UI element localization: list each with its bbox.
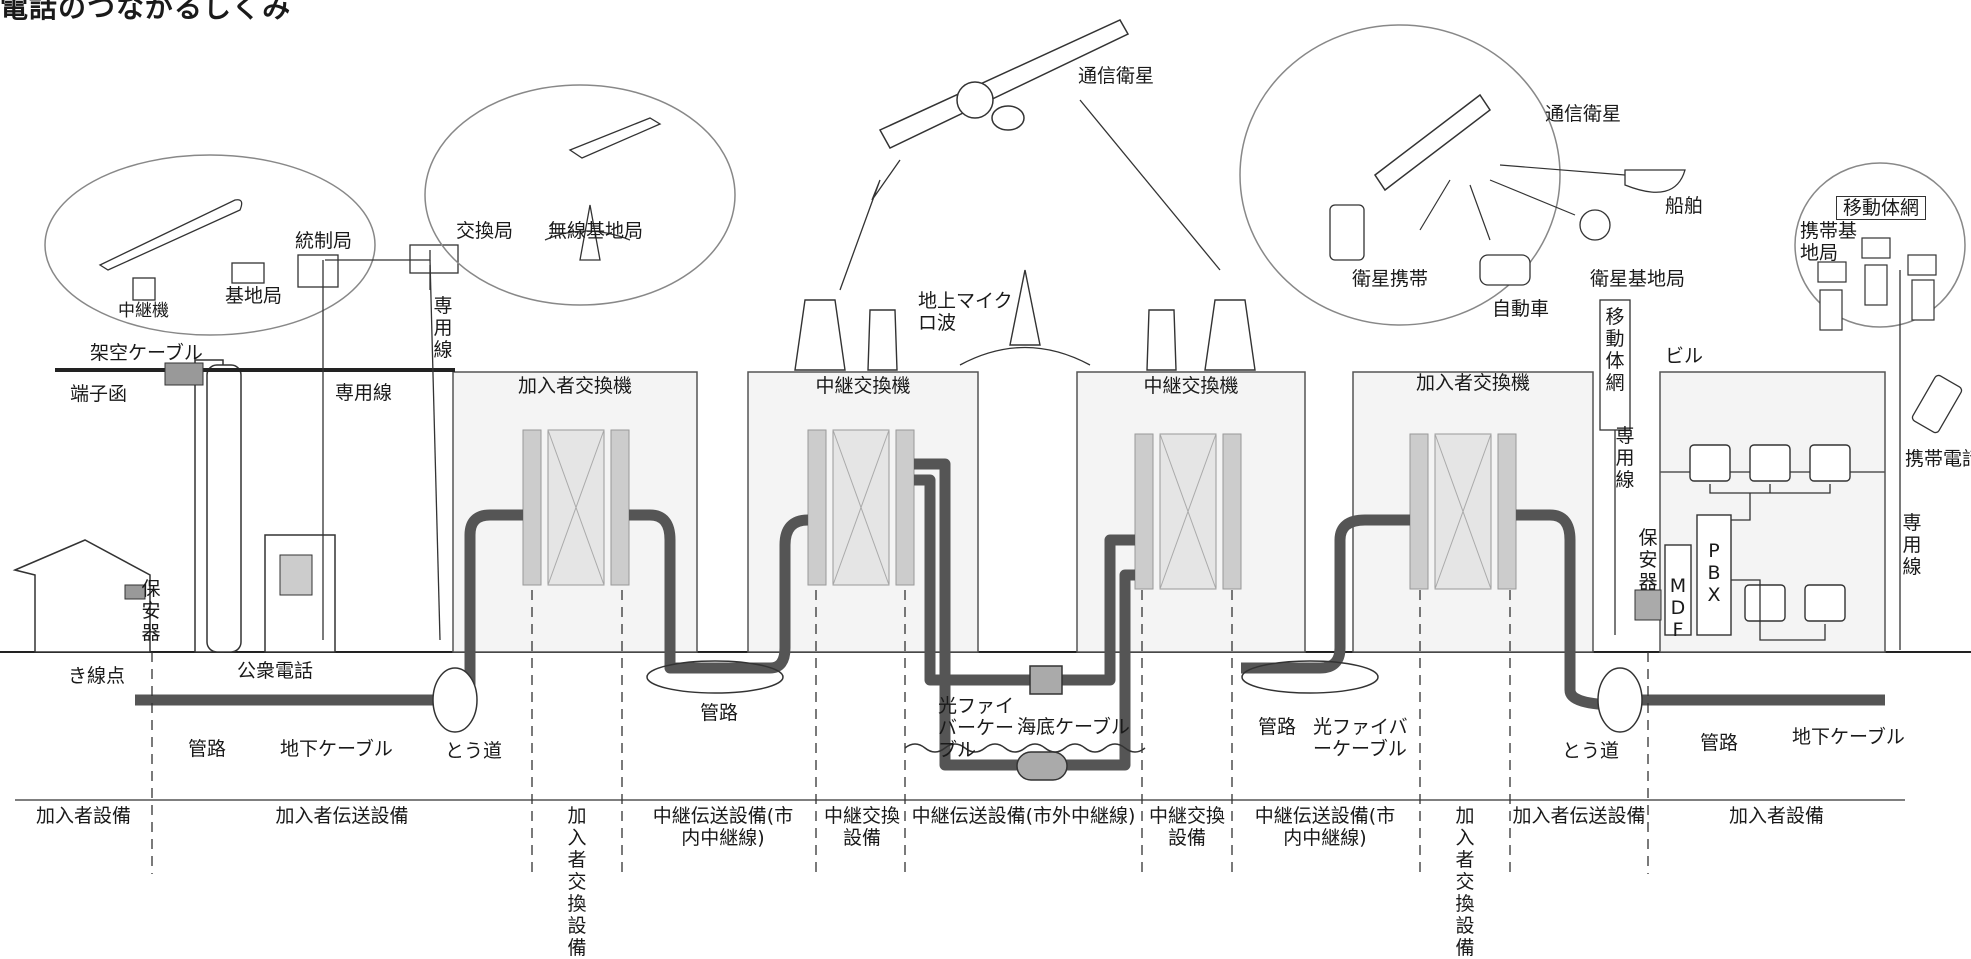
terminal-box-label: 端子函 [70,383,128,405]
exchange-label: 交換局 [456,220,514,242]
segment-label: 加入者設備 [1728,805,1824,827]
radio-tower-icon [579,204,601,261]
ship-icon [1624,169,1686,193]
sat-phone-label: 衛星携帯 [1352,268,1429,290]
fiber-cable-left-label: 光ファイバーケーブル [938,695,1015,761]
house [12,539,151,653]
segment-label: 中継伝送設備(市外中継線) [911,805,1136,827]
subscriber-exchange-left-label: 加入者交換機 [517,375,632,397]
page-title: 電話のつながるしくみ [0,0,292,24]
sat-dish-icon [1579,209,1611,241]
conduit-mid-label: 管路 [700,702,739,724]
building-phones [1689,444,1851,622]
satellite-right-icon [1373,93,1492,192]
wire-point-label: き線点 [68,665,126,687]
microwave-towers [794,269,1256,371]
mobile-oval [1794,162,1966,328]
mobile-phone-icon [1911,374,1963,434]
mobile-net-box [1599,299,1631,431]
sea-surface [904,743,1146,753]
mobile-net-vertical-label: 移動体網 [1605,306,1625,394]
terminal-box-icon [164,362,204,386]
radio-base-label: 無線基地局 [548,220,644,242]
subscriber-exchange-right-label: 加入者交換機 [1415,372,1530,394]
relay-label: 中継機 [118,301,169,321]
sat-base-label: 衛星基地局 [1590,268,1686,290]
segment-label: 中継伝送設備(市内中継線) [652,805,794,849]
tunnel-right-label: とう道 [1562,740,1620,762]
overhead-cable-label: 架空ケーブル [90,342,203,364]
conduit-far-left-label: 管路 [188,738,227,760]
control-station-label: 統制局 [295,230,353,252]
conduits [432,660,1643,781]
underground-cable-right-label: 地下ケーブル [1792,726,1905,748]
building-label: ビル [1665,345,1704,367]
mdf-box [1664,544,1692,636]
satellite-oval [1239,24,1561,326]
protector-label: 保安器 [141,578,161,644]
protector-icon [124,584,146,600]
pbx-label: PBX [1707,540,1721,606]
segment-label: 加入者伝送設備 [275,805,409,827]
segment-label: 加入者伝送設備 [1512,805,1646,827]
trunk-exchange-left-label: 中継交換機 [815,375,911,397]
airplane-radio-oval [424,84,736,306]
public-phone-label: 公衆電話 [237,660,314,682]
satellite-right-label: 通信衛星 [1545,103,1622,125]
segment-label: 加入者交換設備 [1455,805,1475,959]
fiber-cable-right-label: 光ファイバーケーブル [1313,716,1408,760]
submarine-cable-label: 海底ケーブル [1017,716,1130,738]
satellite-center-icon [878,19,1130,149]
protector-right-icon [1634,589,1662,621]
conduit-left-label: 管路 [1700,732,1739,754]
protector-right-label: 保安器 [1638,527,1658,593]
mobile-phone-label: 携帯電話 [1905,448,1971,470]
segment-label: 加入者交換設備 [567,805,587,959]
diagram-drawing [0,19,1971,874]
tunnel-left-label: とう道 [445,740,503,762]
pbx-box [1696,514,1732,636]
airplane-icon [568,117,662,159]
mdf-label: MDF [1669,575,1687,641]
leased-line-vertical-label: 専用線 [433,295,453,361]
segment-label: 中継伝送設備(市内中継線) [1254,805,1396,849]
segment-dividers [151,590,1649,874]
conduit-right-label: 管路 [1258,716,1297,738]
segment-label: 中継交換設備 [823,805,900,849]
car-label: 自動車 [1492,298,1550,320]
sat-phone-icon [1329,204,1365,261]
satellite-center-label: 通信衛星 [1078,65,1155,87]
mobile-base-label: 携帯基地局 [1800,220,1858,264]
segment-label: 中継交換設備 [1148,805,1225,849]
base-station-label: 基地局 [225,285,283,307]
leased-line-right-label: 専用線 [1615,425,1635,491]
segment-label: 加入者設備 [35,805,131,827]
mobile-net-box-label: 移動体網 [1836,196,1927,220]
car-icon [1479,254,1531,286]
train-icon [98,199,243,271]
railway-radio-oval [44,154,376,336]
leased-line-far-label: 専用線 [1902,512,1922,578]
trunk-exchange-right-label: 中継交換機 [1143,375,1239,397]
ship-label: 船舶 [1665,195,1704,217]
underground-cable-left-label: 地下ケーブル [280,738,393,760]
microwave-label: 地上マイクロ波 [918,290,1013,334]
leased-line-label: 専用線 [335,382,393,404]
